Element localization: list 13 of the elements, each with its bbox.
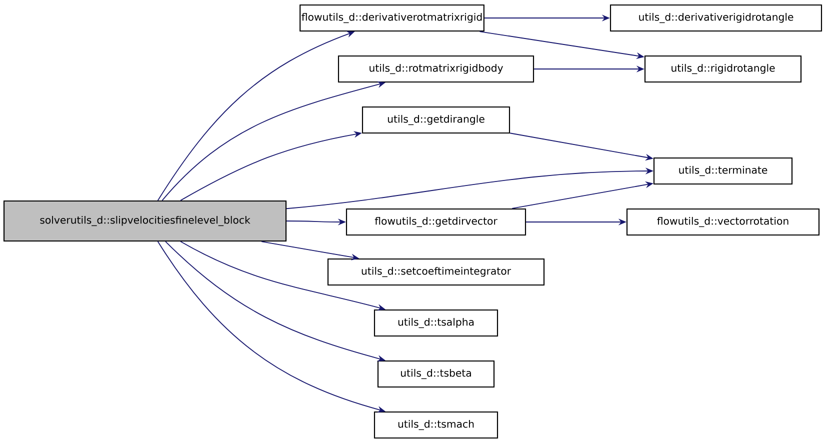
function-box: utils_d::setcoeftimeintegrator [327, 258, 545, 286]
function-box: utils_d::terminate [653, 157, 793, 185]
function-box: utils_d::tsmach [374, 411, 498, 439]
function-box: utils_d::derivativerigidrotangle [610, 4, 822, 32]
function-box: flowutils_d::derivativerotmatrixrigid [300, 4, 484, 32]
function-box: solverutils_d::slipvelocitiesfinelevel_block [3, 200, 287, 242]
function-box: utils_d::getdirangle [362, 106, 510, 134]
function-box: utils_d::tsbeta [377, 360, 495, 388]
function-box: flowutils_d::vectorrotation [626, 208, 820, 236]
function-box: flowutils_d::getdirvector [346, 208, 526, 236]
function-box: utils_d::rotmatrixrigidbody [338, 55, 534, 83]
function-box: utils_d::tsalpha [374, 309, 498, 337]
function-box: utils_d::rigidrotangle [644, 55, 802, 83]
